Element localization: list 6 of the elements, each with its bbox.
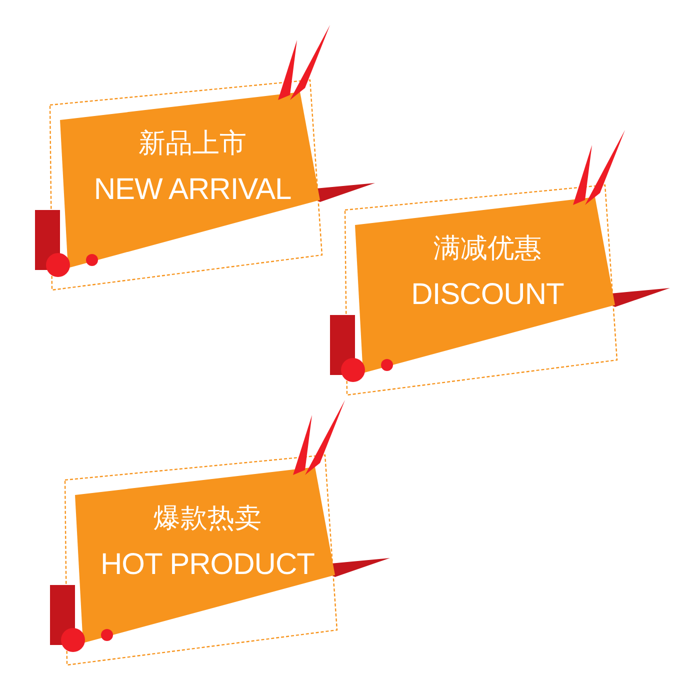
tag-title: 爆款热卖 (152, 502, 262, 535)
tag-subtitle: HOT PRODUCT (100, 548, 316, 582)
tag-subtitle: DISCOUNT (410, 278, 565, 312)
tag-subtitle: NEW ARRIVAL (92, 173, 292, 207)
tag-title: 满减优惠 (432, 232, 542, 265)
tag-title: 新品上市 (138, 127, 248, 160)
